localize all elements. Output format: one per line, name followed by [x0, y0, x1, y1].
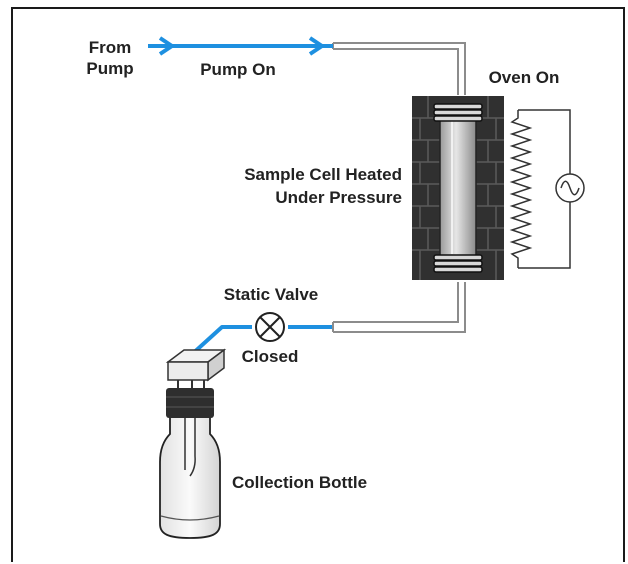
- collection-bottle-label: Collection Bottle: [232, 473, 367, 492]
- pump-flow-line: [148, 36, 333, 56]
- tubing-inlet-inner: [333, 48, 459, 95]
- static-valve-label: Static Valve: [224, 285, 319, 304]
- heater-circuit: [509, 109, 585, 269]
- heating-coil-icon: [509, 110, 533, 268]
- collection-bottle: [159, 348, 227, 539]
- sample-cell-top-fitting: [433, 103, 483, 122]
- labels: From Pump Pump On Oven On Sample Cell He…: [86, 38, 559, 492]
- diagram-frame: [11, 7, 625, 562]
- pump-on-label: Pump On: [200, 60, 276, 79]
- tubing-outlet: [333, 282, 466, 333]
- bottle-cap: [166, 388, 214, 418]
- closed-label: Closed: [242, 347, 299, 366]
- sample-cell-bottom-fitting: [433, 254, 483, 273]
- tubing-inlet: [333, 42, 466, 95]
- oven-on-label: Oven On: [489, 68, 560, 87]
- valve-closed-x-icon: [255, 312, 285, 342]
- bottle-meniscus: [160, 515, 220, 521]
- flow-arrow-icon: [300, 36, 324, 56]
- tubing-outlet-inner: [333, 282, 459, 323]
- sample-cell-label-line1: Sample Cell Heated: [244, 165, 402, 184]
- bottle-dip-tube: [184, 418, 196, 477]
- sine-wave-icon: [560, 180, 580, 196]
- from-pump-label-line2: Pump: [86, 59, 133, 78]
- flow-arrow-icon: [150, 36, 174, 56]
- sample-cell: [433, 103, 483, 273]
- sample-cell-label-line2: Under Pressure: [275, 188, 402, 207]
- bottle-fitting-front: [167, 361, 209, 381]
- from-pump-label-line1: From: [89, 38, 132, 57]
